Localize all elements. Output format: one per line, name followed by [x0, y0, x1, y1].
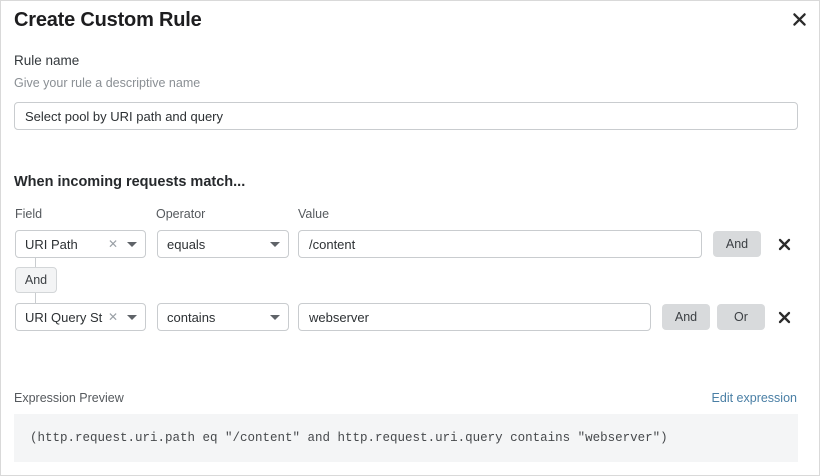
add-and-condition-row-1[interactable]: And	[713, 231, 761, 257]
rule-name-label: Rule name	[14, 53, 80, 68]
field-select-row-2[interactable]: URI Query St... ✕	[15, 303, 146, 331]
rule-name-input[interactable]	[14, 102, 798, 130]
field-select-row-1[interactable]: URI Path ✕	[15, 230, 146, 258]
match-section-heading: When incoming requests match...	[14, 174, 246, 190]
expression-preview-label: Expression Preview	[14, 391, 124, 405]
chevron-down-icon[interactable]	[266, 241, 288, 247]
chevron-down-icon[interactable]	[123, 314, 145, 320]
column-header-field: Field	[15, 207, 43, 221]
delete-row-1-button[interactable]	[772, 230, 796, 258]
operator-select-row-2[interactable]: contains	[157, 303, 289, 331]
edit-expression-link[interactable]: Edit expression	[711, 391, 797, 405]
column-header-value: Value	[298, 207, 330, 221]
clear-icon[interactable]: ✕	[107, 310, 118, 324]
field-select-value-row-1: URI Path	[25, 236, 78, 252]
operator-select-row-1[interactable]: equals	[157, 230, 289, 258]
and-connector-button[interactable]: And	[15, 267, 57, 293]
add-or-condition-row-2[interactable]: Or	[717, 304, 765, 330]
close-icon[interactable]	[787, 7, 811, 31]
delete-row-2-button[interactable]	[772, 303, 796, 331]
value-input-row-1[interactable]	[298, 230, 702, 258]
value-input-row-2[interactable]	[298, 303, 651, 331]
dialog-title: Create Custom Rule	[14, 9, 202, 31]
rule-name-help-text: Give your rule a descriptive name	[14, 76, 201, 90]
connector-line-top	[35, 258, 36, 268]
add-and-condition-row-2[interactable]: And	[662, 304, 710, 330]
clear-icon[interactable]: ✕	[107, 237, 118, 251]
connector-line-bottom	[35, 293, 36, 303]
expression-preview-code: (http.request.uri.path eq "/content" and…	[14, 414, 798, 462]
operator-select-value-row-1: equals	[167, 236, 206, 252]
chevron-down-icon[interactable]	[266, 314, 288, 320]
field-select-value-row-2: URI Query St...	[25, 309, 103, 325]
chevron-down-icon[interactable]	[123, 241, 145, 247]
column-header-operator: Operator	[156, 207, 206, 221]
condition-row: URI Query St... ✕ contains And Or	[1, 303, 819, 333]
condition-row: URI Path ✕ equals And	[1, 230, 819, 260]
operator-select-value-row-2: contains	[167, 309, 216, 325]
